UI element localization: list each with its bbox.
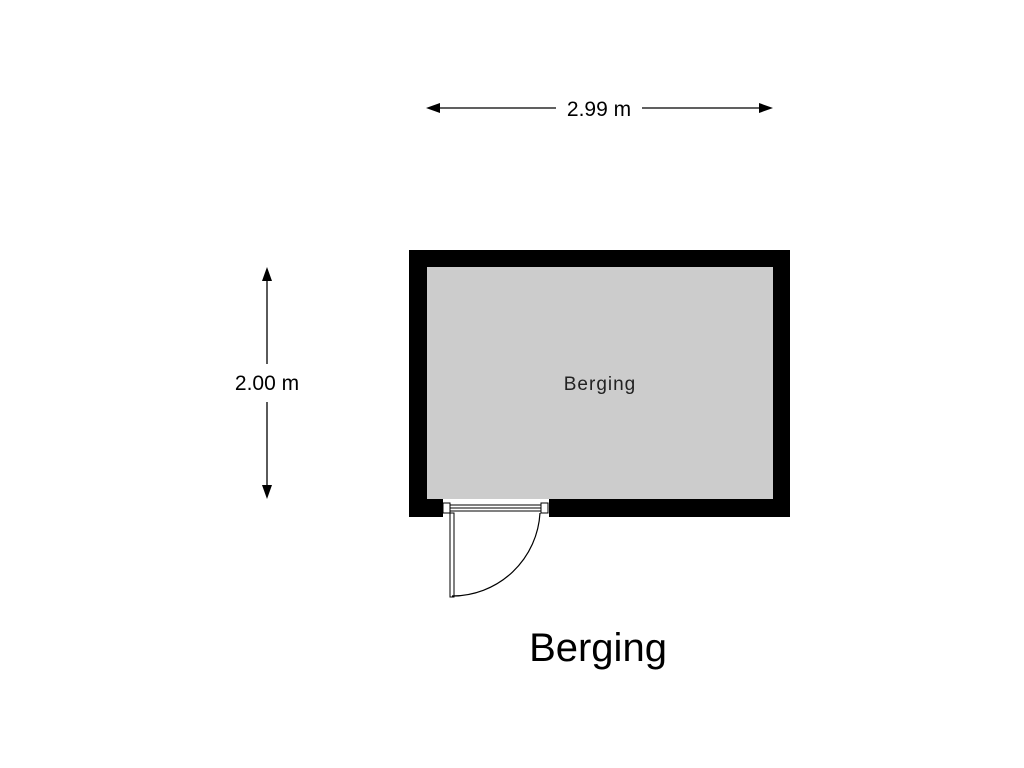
door-frame-left xyxy=(442,502,451,514)
door-leaf xyxy=(449,512,455,598)
height-arrow-top xyxy=(262,267,272,281)
room-label: Berging xyxy=(564,374,637,395)
height-arrow-bottom xyxy=(262,485,272,499)
width-arrow-right xyxy=(759,103,773,113)
door-swing-arc xyxy=(451,512,541,597)
room-berging: Berging xyxy=(409,250,790,598)
height-dimension: 2.00 m xyxy=(235,267,299,499)
width-arrow-left xyxy=(426,103,440,113)
door-frame-right xyxy=(540,502,549,514)
room-floor xyxy=(427,267,773,499)
width-dimension-label: 2.99 m xyxy=(567,98,631,121)
width-dimension: 2.99 m xyxy=(426,98,773,121)
height-dimension-label: 2.00 m xyxy=(235,372,299,395)
plan-title: Berging xyxy=(529,626,667,670)
